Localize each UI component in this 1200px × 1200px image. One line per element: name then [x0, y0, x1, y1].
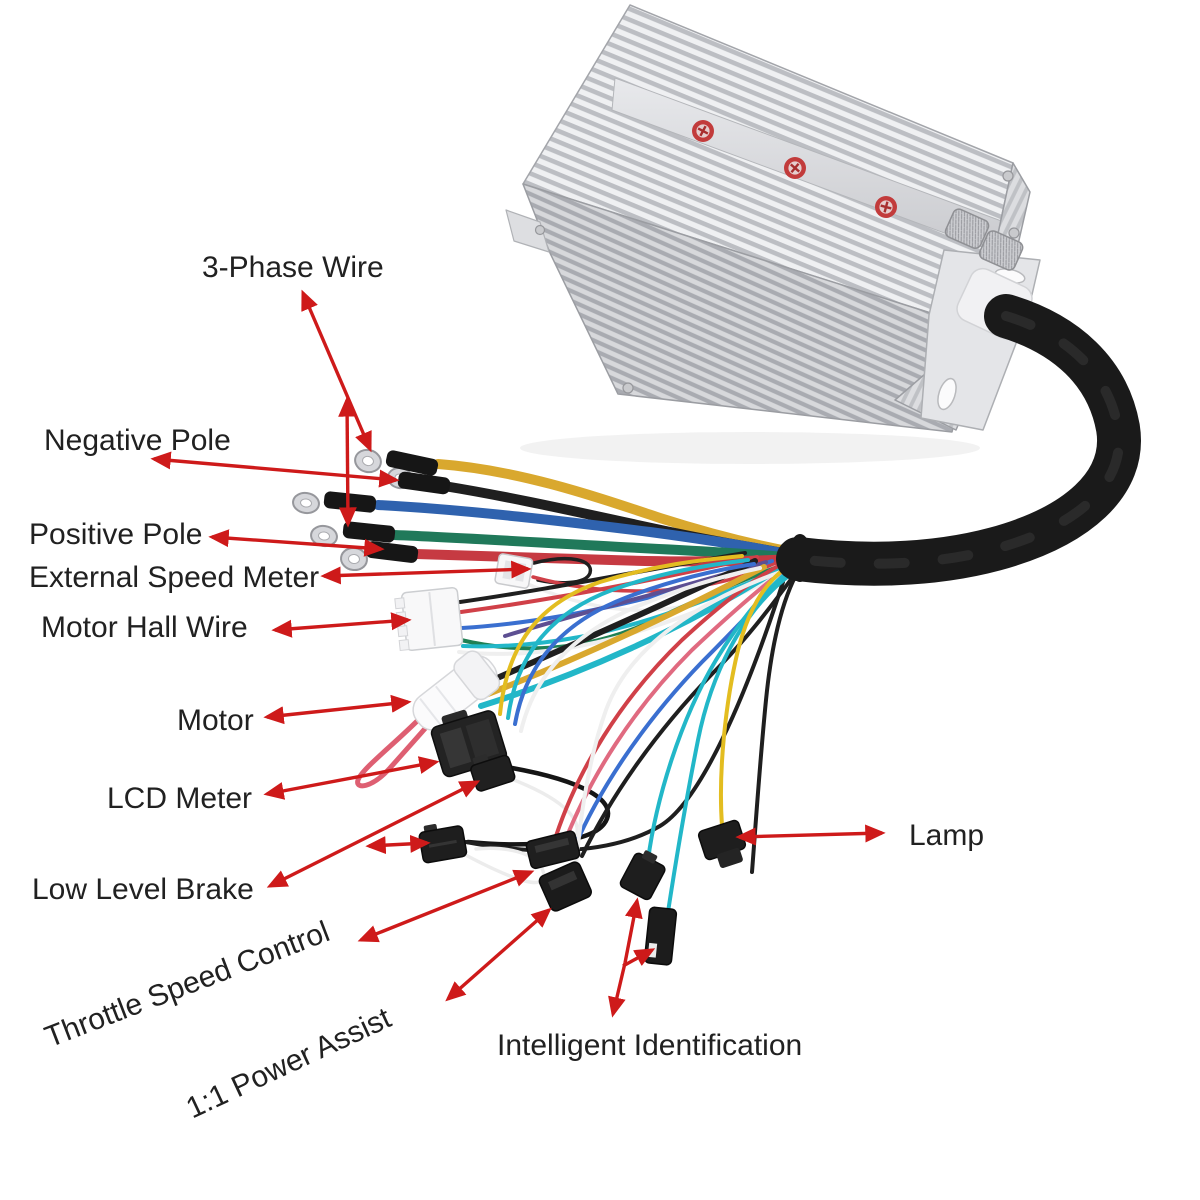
connector-low-level-brake: [418, 823, 468, 864]
wire-loopconnector-black: [465, 765, 611, 847]
arrow-intelligent-id-b: [622, 948, 656, 968]
arrow-external-speed-meter: [320, 560, 532, 585]
screw-silver-3: [534, 224, 546, 236]
arrow-lcd-meter: [263, 756, 440, 800]
label-low-level-brake: Low Level Brake: [32, 873, 254, 906]
ring-terminal-phase-yellow: [354, 448, 382, 474]
label-positive-pole: Positive Pole: [29, 518, 203, 551]
arrow-intelligent-id-a: [623, 897, 643, 964]
arrow-brake-short: [365, 834, 431, 855]
wire-id-teal-a: [646, 566, 794, 862]
controller-shadow: [520, 432, 980, 464]
label-negative-pole: Negative Pole: [44, 424, 231, 457]
controller-box: [505, 4, 1044, 433]
arrow-lamp: [735, 824, 886, 846]
heatshrink-negative: [397, 471, 451, 495]
arrow-power-assist: [445, 907, 552, 1002]
arrow-throttle-speed-control: [357, 869, 535, 943]
screw-red-1: [692, 120, 714, 142]
screw-red-2: [784, 157, 806, 179]
wire-lcd-teal: [506, 558, 750, 720]
connector-motor: [412, 650, 501, 731]
screw-silver-2: [622, 382, 634, 394]
wire-throttle-pink: [563, 568, 786, 843]
label-lcd-meter: LCD Meter: [107, 782, 253, 815]
arrow-intelligent-id-stem: [608, 962, 627, 1018]
label-intelligent-identification: Intelligent Identification: [497, 1029, 803, 1062]
heatshrink-positive: [365, 541, 419, 563]
controller-left-tab: [505, 209, 550, 253]
wire-motor-yellow: [480, 564, 767, 699]
heatshrink-phase-blue: [323, 491, 377, 513]
connector-intelligent-id-b: [643, 906, 678, 966]
connector-brake-loop: [470, 754, 516, 792]
arrow-positive-pole: [208, 529, 385, 557]
arrow-negative-pole: [150, 451, 400, 488]
arrow-3-phase-span: [338, 396, 357, 528]
ring-terminal-phase-blue: [292, 491, 320, 515]
arrow-motor: [263, 694, 412, 725]
wire-lcd-white: [519, 566, 762, 733]
connector-intelligent-id-a: [619, 850, 666, 901]
connector-power-assist: [538, 861, 592, 912]
heatshrink-phase-green: [342, 521, 396, 543]
wire-lcd-blue: [513, 562, 756, 726]
label-external-speed-meter: External Speed Meter: [29, 561, 320, 594]
label-motor: Motor: [177, 704, 254, 737]
arrow-low-level-brake: [266, 780, 481, 888]
connector-throttle: [525, 830, 581, 870]
wire-white-long: [574, 568, 788, 868]
ring-terminal-positive: [340, 546, 368, 572]
callout-arrows: [150, 289, 886, 1018]
label-3-phase-wire: 3-Phase Wire: [202, 251, 384, 284]
screw-red-3: [875, 196, 897, 218]
arrow-motor-hall-wire: [271, 612, 412, 638]
screw-silver-1: [1002, 170, 1014, 182]
label-lamp: Lamp: [909, 819, 985, 852]
wire-harness: [355, 459, 803, 914]
wire-phase-green: [389, 530, 800, 563]
wire-lcd-yellow: [498, 554, 744, 716]
arrow-3-phase-wire: [301, 289, 372, 453]
connector-lamp: [697, 819, 747, 868]
cable-sheath: [776, 294, 1141, 586]
wire-phase-blue: [373, 500, 801, 561]
knurled-barrels: [944, 208, 1024, 271]
label-motor-hall-wire: Motor Hall Wire: [41, 611, 248, 644]
wire-lamp-yellow: [718, 564, 790, 828]
